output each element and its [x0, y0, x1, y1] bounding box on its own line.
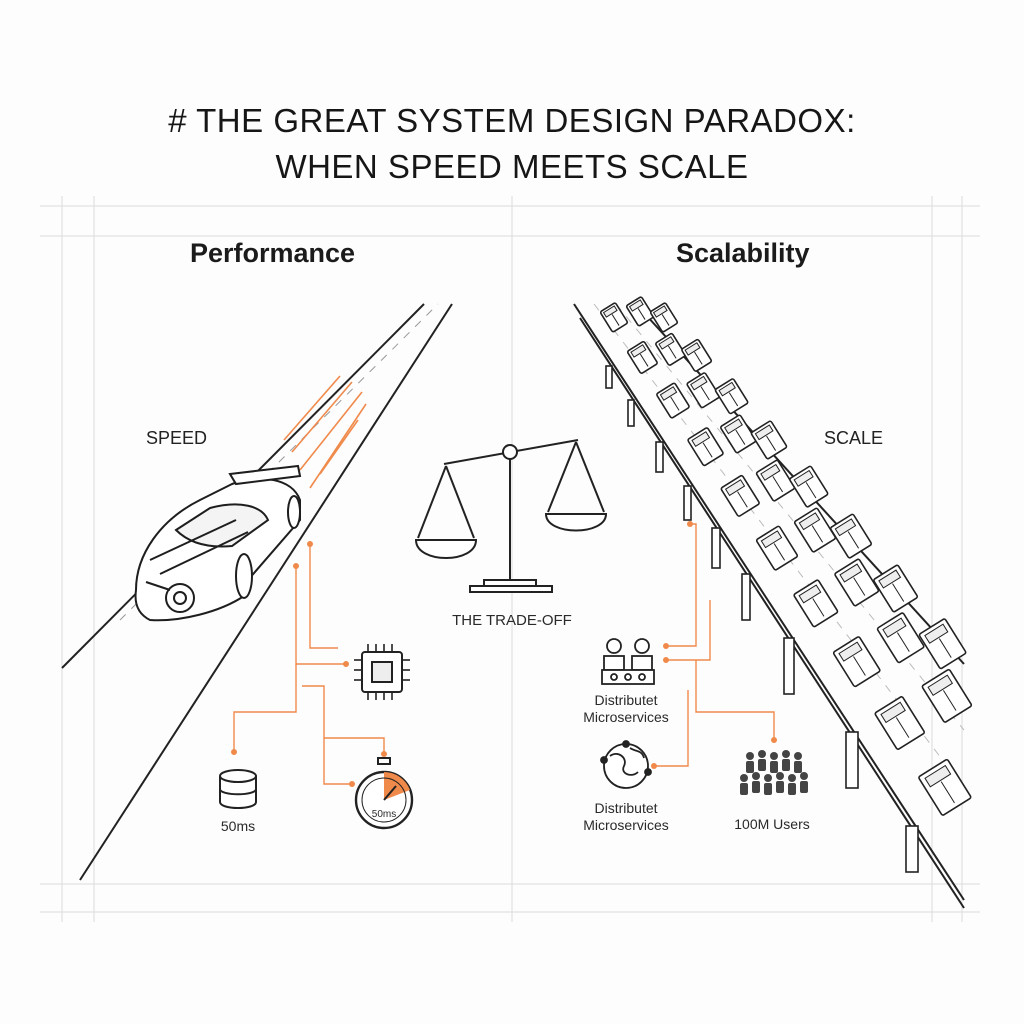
bus-icon: [876, 612, 925, 664]
bus-icon: [681, 338, 713, 372]
bus-icon: [626, 340, 658, 374]
bus-icon: [755, 459, 796, 502]
bus-icon: [874, 696, 925, 750]
microservices-label: Distributet Microservices: [583, 692, 669, 725]
highway-pillars: [605, 365, 919, 873]
scale-label: SCALE: [824, 428, 884, 448]
users-label: 100M Users: [734, 816, 810, 832]
bus-icon: [750, 420, 788, 460]
scalability-heading: Scalability: [676, 238, 810, 268]
bus-icon: [829, 513, 873, 559]
bus-icon: [687, 427, 724, 467]
performance-connector-dots: [231, 541, 387, 787]
bus-icon: [918, 758, 972, 816]
balance-scale-icon: [414, 439, 608, 593]
bus-icon: [714, 378, 749, 415]
bus-icon: [793, 507, 837, 553]
microservices-icon: [601, 638, 655, 685]
bus-icon: [625, 296, 655, 327]
title-line-2: WHEN SPEED MEETS SCALE: [275, 148, 749, 185]
scalability-connector-dots: [651, 521, 777, 769]
speed-streaks: [283, 375, 367, 489]
bus-icon: [655, 332, 686, 366]
bus-icon: [832, 636, 881, 688]
bus-icon: [793, 579, 839, 628]
bus-icon: [755, 525, 799, 571]
bus-icon: [599, 302, 629, 333]
scalability-connectors: [654, 523, 775, 767]
bus-icon: [649, 302, 679, 333]
distributed-services-label: Distributet Microservices: [583, 800, 669, 833]
sports-car-icon: [134, 464, 302, 622]
bus-icon: [921, 668, 973, 723]
stopwatch-icon: [354, 757, 414, 830]
globe-network-icon: [600, 740, 652, 789]
bus-icon: [834, 558, 880, 607]
bus-icon: [918, 618, 967, 670]
performance-heading: Performance: [190, 238, 356, 268]
bus-icon: [686, 372, 721, 409]
bus-icon: [720, 474, 760, 517]
page-title: # THE GREAT SYSTEM DESIGN PARADOX: WHEN …: [0, 98, 1024, 190]
stopwatch-label: 50ms: [371, 809, 397, 820]
frame-grid: [40, 196, 980, 922]
bus-traffic: [599, 296, 973, 816]
tradeoff-label: THE TRADE-OFF: [452, 612, 572, 629]
database-icon: [219, 769, 257, 809]
users-crowd-icon: [740, 750, 808, 795]
latency-label: 50ms: [220, 818, 256, 834]
cpu-chip-icon: [354, 644, 410, 700]
bus-icon: [656, 382, 690, 419]
speed-label: SPEED: [146, 428, 208, 448]
bus-icon: [720, 414, 757, 454]
title-line-1: # THE GREAT SYSTEM DESIGN PARADOX:: [168, 102, 856, 139]
bus-icon: [873, 564, 919, 613]
performance-connectors: [233, 544, 385, 785]
bus-icon: [789, 465, 829, 508]
